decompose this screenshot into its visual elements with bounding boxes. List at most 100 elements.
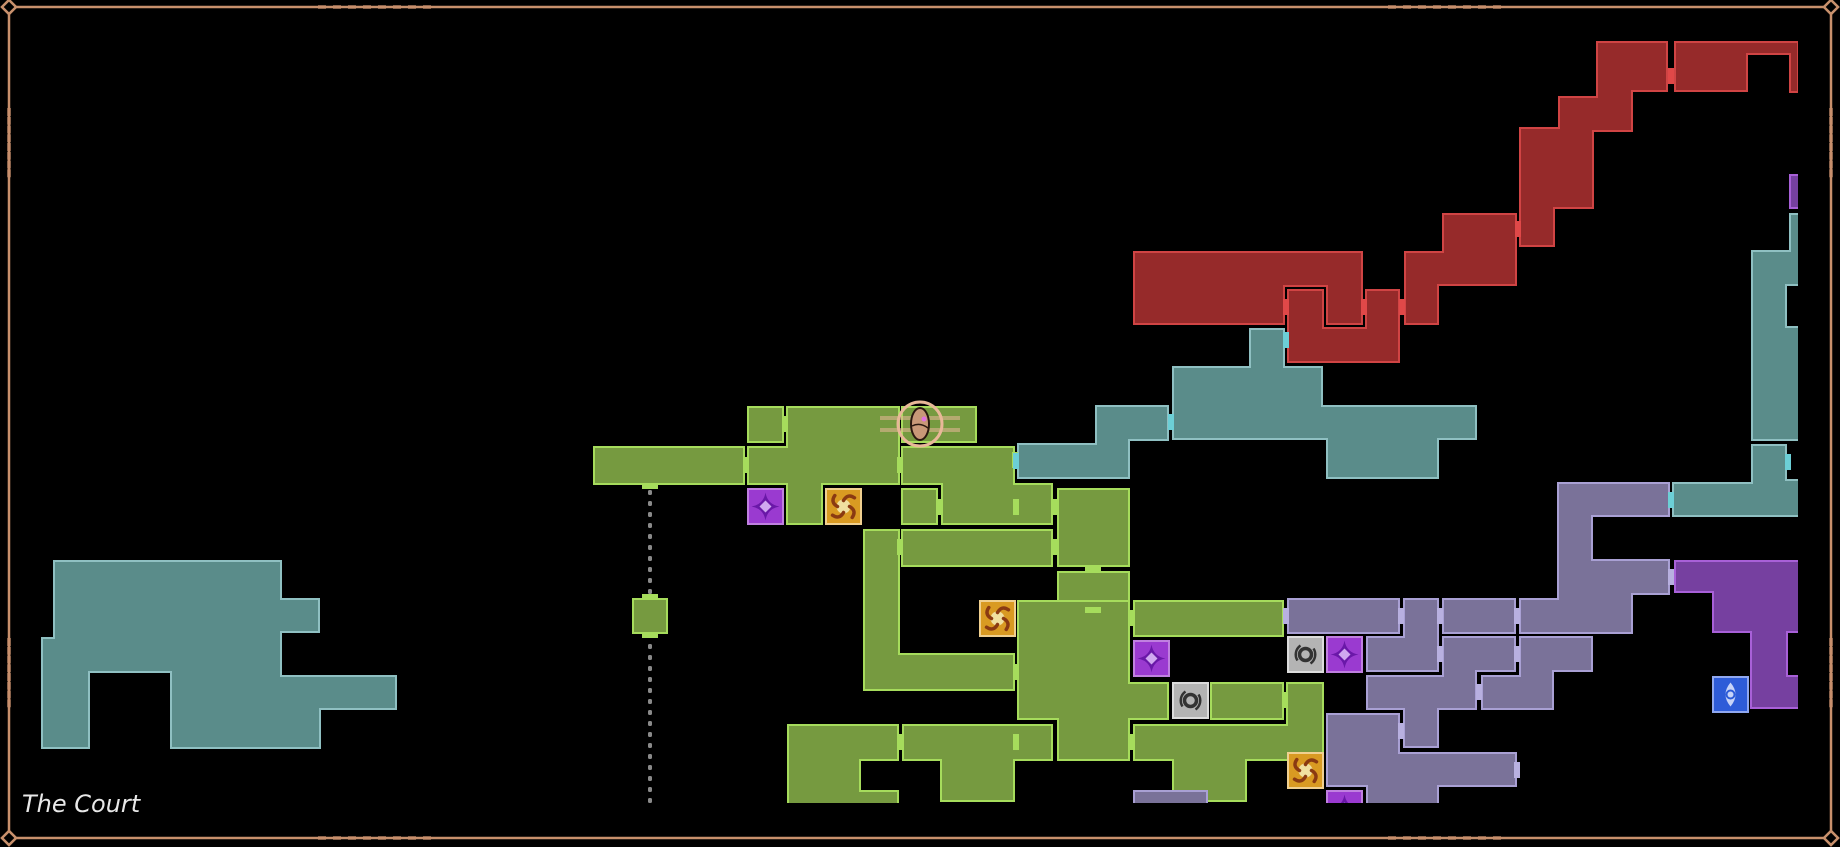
door-court [1051,539,1057,555]
door-court [936,499,942,515]
door-court [1128,734,1134,750]
map-room-red [1287,289,1400,363]
save-vortex-icon[interactable] [979,600,1016,637]
frame-ornament [423,5,431,9]
door-court [1013,734,1019,750]
map-room-lavender [1366,636,1516,748]
frame-ornament [1463,836,1471,840]
passage-dot [648,666,652,671]
frame-corner-diamond [0,829,18,847]
door-court [1085,566,1101,572]
player-ring [896,400,944,448]
frame-ornament [1829,655,1833,664]
frame-ornament [7,681,11,690]
frame-corner-diamond [0,0,18,16]
frame-ornament [7,690,11,699]
frame-ornament [1478,5,1486,9]
door-court [1013,499,1019,515]
map-room-court [1133,600,1284,637]
frame-ornament [1829,664,1833,673]
frame-ornament [1433,5,1441,9]
door-red [1361,299,1367,315]
passage-dot [648,688,652,693]
frame-ornament [348,836,356,840]
frame-ornament [1829,125,1833,134]
ring-shrine-icon[interactable] [1287,636,1324,673]
door-red [1668,68,1674,84]
passage-dot [648,677,652,682]
frame-ornament [363,5,371,9]
passage-dot [648,512,652,517]
door-court [1128,610,1134,626]
door-teal [1283,332,1289,348]
frame-ornament [333,5,341,9]
map-room-court [747,406,784,443]
frame-ornament [1403,5,1411,9]
door-lavender [1668,569,1674,585]
eye-sigil-icon[interactable] [1712,676,1749,713]
frame-ornament [7,655,11,664]
passage-dot [648,490,652,495]
ring-shrine-icon[interactable] [1172,682,1209,719]
frame-ornament [1388,5,1396,9]
frame-ornament [7,143,11,151]
passage-dot [648,655,652,660]
warp-star-icon[interactable] [747,488,784,525]
door-court [642,632,658,638]
frame-ornament [7,134,11,143]
frame-ornament [1829,673,1833,681]
frame-ornament [7,116,11,125]
player-eye [921,416,927,422]
passage-dot [648,743,652,748]
door-lavender [1514,762,1520,778]
map-room-teal [41,560,397,749]
frame-ornament [1478,836,1486,840]
dotted-passage [648,490,652,803]
passage-dot [648,776,652,781]
warp-star-icon[interactable] [1326,636,1363,673]
door-court [782,416,788,432]
frame-ornament [363,836,371,840]
map-room-lavender [1326,713,1517,803]
map-room-teal [1751,213,1798,441]
warp-star-icon[interactable] [1133,640,1170,677]
door-lavender [1398,723,1404,739]
warp-star-icon[interactable] [1326,790,1363,826]
frame-ornament [7,638,11,646]
door-court [897,734,903,750]
door-teal [1668,492,1674,508]
frame-ornament [318,836,326,840]
door-court [1282,692,1288,708]
passage-dot [648,798,652,803]
frame-ornament [1829,160,1833,169]
map-doors [642,68,1791,778]
map-room-court [632,598,668,634]
door-teal [1168,414,1174,430]
door-red [1515,221,1521,237]
map-room-violet [1674,560,1798,709]
passage-dot [648,754,652,759]
frame-ornament [423,836,431,840]
map-room-lavender [1481,636,1593,710]
frame-ornament [1829,134,1833,143]
save-vortex-icon[interactable] [1287,752,1324,789]
frame-ornament [1448,5,1456,9]
frame-ornament [348,5,356,9]
frame-ornament [7,169,11,178]
map-room-court [901,488,938,525]
passage-dot [648,556,652,561]
save-vortex-icon[interactable] [825,488,862,525]
map-room-red [1404,213,1517,325]
passage-dot [648,567,652,572]
map-room-teal [1017,405,1169,479]
map-room-lavender [1519,482,1670,634]
passage-dot [648,523,652,528]
frame-ornament [1463,5,1471,9]
passage-dot [648,644,652,649]
door-lavender [1437,646,1443,662]
frame-ornament [1829,681,1833,690]
frame-ornament [333,836,341,840]
map-room-lavender [1133,790,1208,803]
map-room-court [787,724,899,803]
